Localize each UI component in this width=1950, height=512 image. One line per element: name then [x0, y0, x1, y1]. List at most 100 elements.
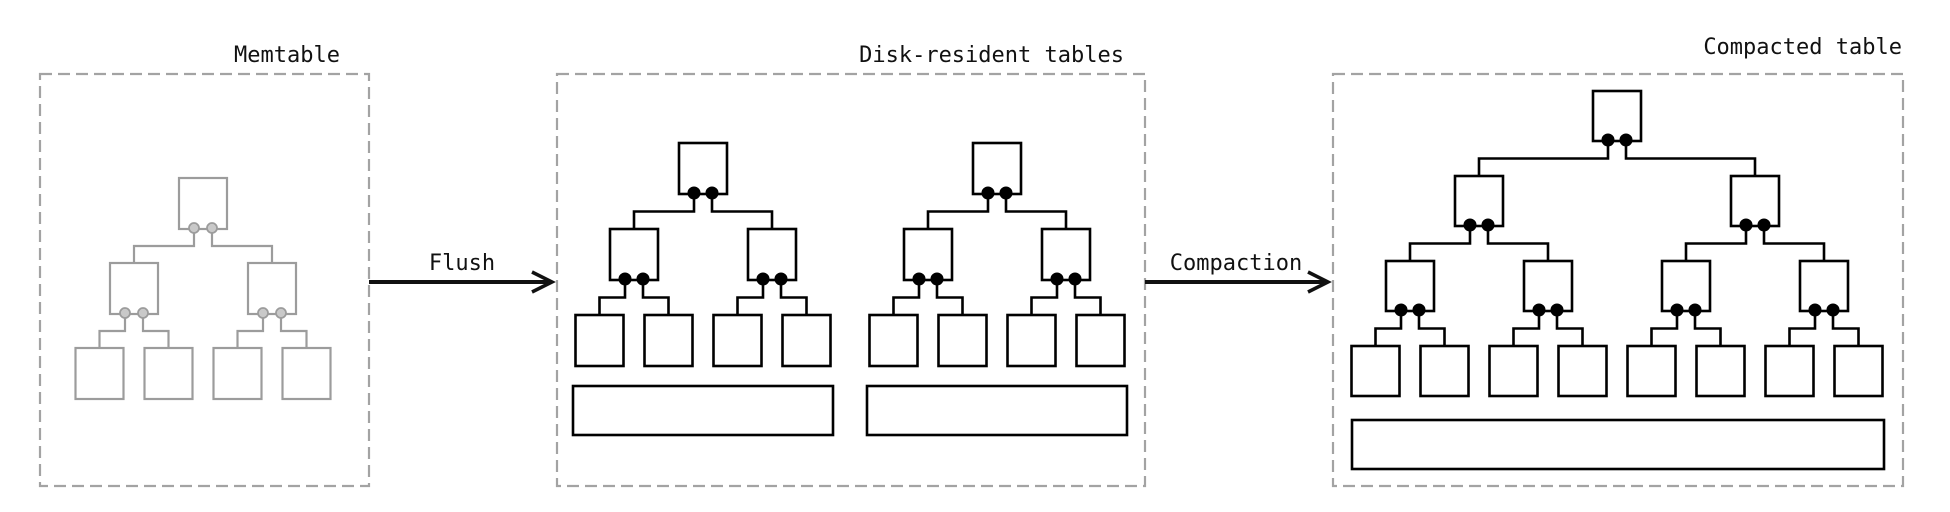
pointer-dot: [206, 222, 218, 234]
tree-node: [868, 313, 919, 368]
tree-edge: [236, 313, 265, 348]
tree-edge: [1693, 310, 1722, 346]
tree-edge: [1650, 310, 1679, 346]
tree-node: [643, 313, 694, 368]
memtable-tree: [74, 176, 332, 401]
disk-table-2-data-block: [865, 384, 1129, 437]
tree-node: [1626, 344, 1677, 398]
pointer-dot: [119, 307, 131, 319]
tree-node: [1488, 344, 1539, 398]
pointer-dot: [687, 186, 701, 200]
pointer-dot: [636, 272, 650, 286]
flush-arrow: Flush: [369, 251, 556, 294]
pointer-dot: [1826, 303, 1840, 317]
flush-label: Flush: [429, 251, 495, 276]
tree-edge: [1374, 310, 1403, 346]
pointer-dot: [930, 272, 944, 286]
tree-edge: [141, 313, 170, 348]
tree-edge: [1555, 310, 1584, 346]
tree-node: [608, 227, 660, 282]
pointer-dot: [981, 186, 995, 200]
flush-arrow-head: [531, 270, 556, 294]
pointer-dot: [1481, 218, 1495, 232]
compaction-label: Compaction: [1170, 251, 1302, 276]
pointer-dot: [137, 307, 149, 319]
tree-edge: [1004, 193, 1068, 229]
tree-node: [1040, 227, 1092, 282]
tree-node: [108, 261, 160, 316]
pointer-dot: [999, 186, 1013, 200]
tree-node: [281, 346, 332, 401]
pointer-dot: [257, 307, 269, 319]
tree-node: [902, 227, 954, 282]
compacted-data-block: [1350, 418, 1886, 471]
tree-edge: [1512, 310, 1541, 346]
tree-node: [1075, 313, 1126, 368]
tree-edge: [926, 193, 990, 229]
tree-edge: [1788, 310, 1817, 346]
tree-node: [1798, 259, 1850, 313]
compacted-panel: [1331, 72, 1905, 488]
tree-edge: [598, 279, 627, 315]
tree-edge: [710, 193, 774, 229]
compaction-arrow-head: [1307, 270, 1332, 294]
pointer-dot: [1412, 303, 1426, 317]
tree-edge: [210, 228, 274, 263]
tree-edge: [632, 193, 696, 229]
tree-edge: [641, 279, 670, 315]
pointer-dot: [188, 222, 200, 234]
tree-node: [1453, 174, 1505, 228]
disk-table-1: [571, 141, 835, 437]
tree-node: [1764, 344, 1815, 398]
tree-edge: [779, 279, 808, 315]
pointer-dot: [1550, 303, 1564, 317]
tree-edge: [892, 279, 921, 315]
tree-node: [74, 346, 125, 401]
pointer-dot: [1757, 218, 1771, 232]
tree-edge: [98, 313, 127, 348]
tree-edge: [1030, 279, 1059, 315]
tree-node: [1419, 344, 1470, 398]
tree-edge: [1477, 140, 1610, 176]
tree-edge: [1624, 140, 1757, 176]
pointer-dot: [1688, 303, 1702, 317]
tree-node: [937, 313, 988, 368]
tree-node: [781, 313, 832, 368]
tree-node: [1384, 259, 1436, 313]
tree-edge: [1486, 225, 1550, 261]
pointer-dot: [618, 272, 632, 286]
pointer-dot: [774, 272, 788, 286]
compacted-tree: [1350, 89, 1886, 471]
tree-edge: [935, 279, 964, 315]
tree-node: [1522, 259, 1574, 313]
pointer-dot: [1394, 303, 1408, 317]
tree-edge: [1831, 310, 1860, 346]
tree-node: [246, 261, 298, 316]
pointer-dot: [1739, 218, 1753, 232]
disk-resident-title: Disk-resident tables: [859, 43, 1124, 68]
tree-node: [1006, 313, 1057, 368]
pointer-dot: [1601, 133, 1615, 147]
tree-node: [1591, 89, 1643, 143]
pointer-dot: [1808, 303, 1822, 317]
tree-edge: [1408, 225, 1472, 261]
tree-node: [712, 313, 763, 368]
trees-layer: [74, 89, 1886, 471]
pointer-dot: [1670, 303, 1684, 317]
tree-node: [1557, 344, 1608, 398]
tree-node: [1660, 259, 1712, 313]
tree-node: [1833, 344, 1884, 398]
tree-node: [746, 227, 798, 282]
pointer-dot: [756, 272, 770, 286]
tree-node: [1695, 344, 1746, 398]
compacted-title: Compacted table: [1703, 35, 1902, 60]
pointer-dot: [275, 307, 287, 319]
tree-edge: [132, 228, 196, 263]
tree-node: [1729, 174, 1781, 228]
pointer-dot: [1619, 133, 1633, 147]
memtable-panel: [38, 72, 371, 488]
pointer-dot: [912, 272, 926, 286]
disk-table-2: [865, 141, 1129, 437]
tree-node: [574, 313, 625, 368]
disk-table-1-data-block: [571, 384, 835, 437]
